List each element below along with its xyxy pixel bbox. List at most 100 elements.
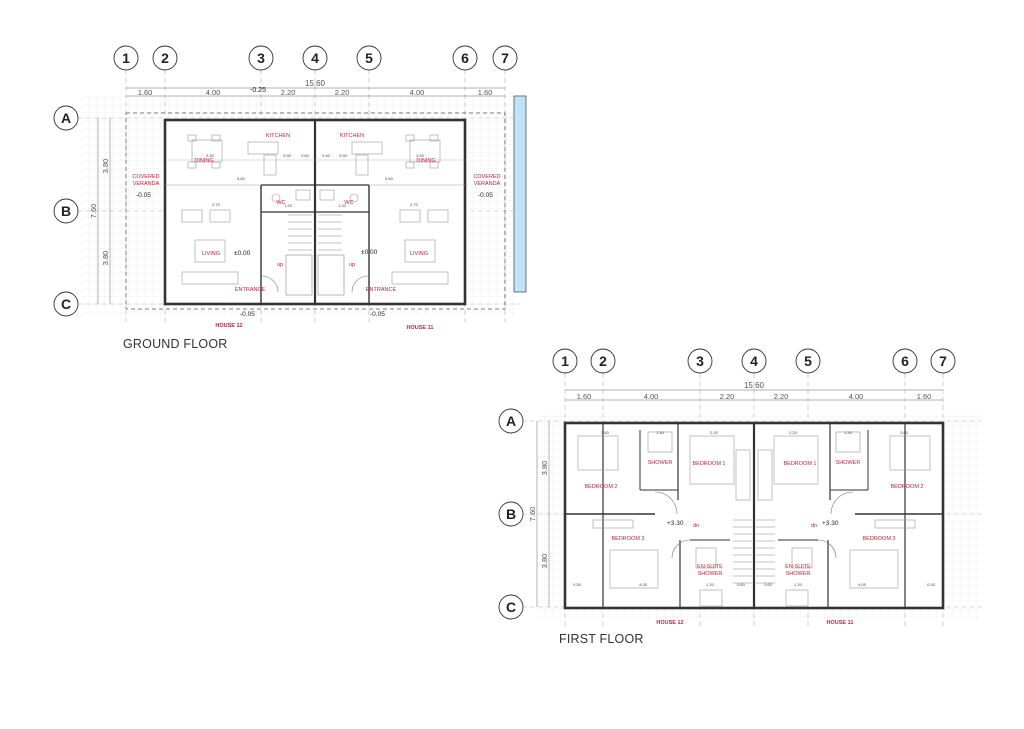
gf-veranda-outline	[125, 112, 506, 310]
svg-text:0.90: 0.90	[283, 153, 292, 158]
svg-text:2.70: 2.70	[410, 202, 419, 207]
gf-side-dim: 7.60	[89, 204, 98, 219]
gf-room-veranda: VERANDA	[474, 181, 501, 187]
gf-room-dining: DINING	[194, 158, 213, 164]
svg-text:5.60: 5.60	[385, 176, 394, 181]
svg-text:3.30: 3.30	[206, 153, 215, 158]
gf-col-label: 3	[257, 50, 265, 66]
svg-text:0.30: 0.30	[927, 582, 936, 587]
ground-floor-title: GROUND FLOOR	[123, 337, 228, 351]
gf-room-kitchen: KITCHEN	[266, 133, 290, 139]
ff-side-dim: 3.80	[540, 461, 549, 476]
svg-text:0.60: 0.60	[737, 582, 746, 587]
gf-row-label: B	[61, 203, 71, 219]
gf-bay-dim: 2.20	[281, 88, 296, 97]
svg-text:4.05: 4.05	[639, 582, 648, 587]
first-floor-plan: 1 2 3 4 5 6 7 A B C 15.60 1.60 4.00 2.20…	[498, 348, 982, 628]
ff-overall-dim: 15.60	[744, 381, 765, 390]
ff-room-bedroom2: BEDROOM 2	[890, 484, 923, 490]
gf-furniture	[181, 134, 449, 296]
ff-stair-dn: dn	[693, 523, 699, 529]
ff-bay-dim: 4.00	[849, 392, 864, 401]
gf-room-veranda: COVERED	[473, 174, 500, 180]
ff-room-labels: SHOWER SHOWER BEDROOM 1 BEDROOM 1 BEDROO…	[584, 460, 923, 577]
gf-row-bubbles: A B C	[53, 105, 79, 317]
gf-room-living: LIVING	[202, 251, 220, 257]
gf-row-label: A	[61, 110, 71, 126]
ff-room-bedroom3: BEDROOM 3	[611, 536, 644, 542]
gf-walls	[163, 118, 467, 306]
ff-dimensions: 15.60 1.60 4.00 2.20 2.20 4.00 1.60 3.80…	[528, 381, 943, 607]
ff-room-ensuite: EN-SUITE	[697, 564, 723, 570]
gf-pool	[513, 95, 527, 293]
gf-bay-dim: 4.00	[410, 88, 425, 97]
ff-col-label: 6	[901, 353, 909, 369]
svg-text:0.90: 0.90	[339, 153, 348, 158]
gf-room-dining: DINING	[416, 158, 435, 164]
ff-room-bedroom3: BEDROOM 3	[862, 536, 895, 542]
svg-text:5.60: 5.60	[237, 176, 246, 181]
ff-furniture	[577, 431, 931, 607]
ff-room-bedroom2: BEDROOM 2	[584, 484, 617, 490]
gf-room-labels: KITCHEN KITCHEN DINING DINING COVERED VE…	[132, 133, 500, 293]
gf-overall-dim: 15.60	[305, 79, 326, 88]
ff-side-dim: 7.60	[528, 507, 537, 522]
svg-text:4.05: 4.05	[858, 582, 867, 587]
ff-room-ensuite: EN-SUITE	[785, 564, 811, 570]
ff-room-bedroom1: BEDROOM 1	[692, 461, 725, 467]
gf-side-dim: 3.80	[101, 251, 110, 266]
gf-bay-dim: 4.00	[206, 88, 221, 97]
svg-text:0.60: 0.60	[301, 153, 310, 158]
gf-level: ±0.00	[361, 249, 378, 256]
ff-small-dims: 3.80 1.30 2.20 2.20 1.30 3.80 4.05 1.20 …	[573, 430, 936, 587]
ff-room-ensuite: SHOWER	[786, 571, 811, 577]
svg-text:3.80: 3.80	[900, 430, 909, 435]
svg-text:1.30: 1.30	[656, 430, 665, 435]
ff-bay-dim: 4.00	[644, 392, 659, 401]
ff-level: +3.30	[822, 520, 839, 527]
gf-room-entrance: ENTRANCE	[235, 287, 266, 293]
gf-room-veranda: COVERED	[132, 174, 159, 180]
ff-house-labels: HOUSE 12 HOUSE 11	[656, 620, 853, 626]
gf-room-entrance: ENTRANCE	[366, 287, 397, 293]
svg-text:1.30: 1.30	[844, 430, 853, 435]
gf-bay-dim: 2.20	[335, 88, 350, 97]
gf-levels: -0.05 -0.05 ±0.00 ±0.00 -0.05 -0.05	[136, 192, 493, 318]
svg-text:0.60: 0.60	[764, 582, 773, 587]
gf-col-label: 5	[365, 50, 373, 66]
gf-col-label: 1	[122, 50, 130, 66]
ff-walls	[563, 421, 945, 610]
svg-text:2.20: 2.20	[710, 430, 719, 435]
ff-col-label: 4	[750, 353, 758, 369]
svg-text:2.70: 2.70	[212, 202, 221, 207]
gf-stair-up: up	[349, 262, 355, 268]
svg-text:0.30: 0.30	[573, 582, 582, 587]
ff-row-label: B	[506, 506, 516, 522]
ff-house-label: HOUSE 11	[827, 620, 854, 626]
svg-text:1.20: 1.20	[338, 203, 347, 208]
gf-room-living: LIVING	[410, 251, 428, 257]
ff-side-dim: 3.80	[540, 554, 549, 569]
gf-house-label: HOUSE 11	[407, 325, 434, 331]
gf-side-dim: 3.80	[101, 159, 110, 174]
gf-column-bubbles: 1 2 3 4 5 6 7	[113, 45, 518, 71]
gf-bay-dim: 1.60	[478, 88, 493, 97]
svg-text:3.80: 3.80	[601, 430, 610, 435]
gf-room-wc: WC	[276, 200, 285, 206]
gf-house-labels: HOUSE 12 HOUSE 11	[215, 323, 433, 331]
gf-level: -0.05	[370, 311, 385, 318]
gf-small-dims: 3.30 0.90 0.60 0.40 0.90 3.30 5.60 5.60 …	[206, 153, 425, 208]
svg-text:1.20: 1.20	[706, 582, 715, 587]
ff-stair-dn: dn	[811, 523, 817, 529]
ff-col-label: 5	[804, 353, 812, 369]
ff-row-bubbles: A B C	[498, 408, 524, 620]
svg-text:0.40: 0.40	[322, 153, 331, 158]
gf-col-label: 4	[311, 50, 319, 66]
first-floor-title: FIRST FLOOR	[559, 632, 644, 646]
gf-level: -0.05	[478, 192, 493, 199]
gf-stair-up: up	[277, 262, 283, 268]
ff-room-bedroom1: BEDROOM 1	[783, 461, 816, 467]
gf-room-veranda: VERANDA	[133, 181, 160, 187]
